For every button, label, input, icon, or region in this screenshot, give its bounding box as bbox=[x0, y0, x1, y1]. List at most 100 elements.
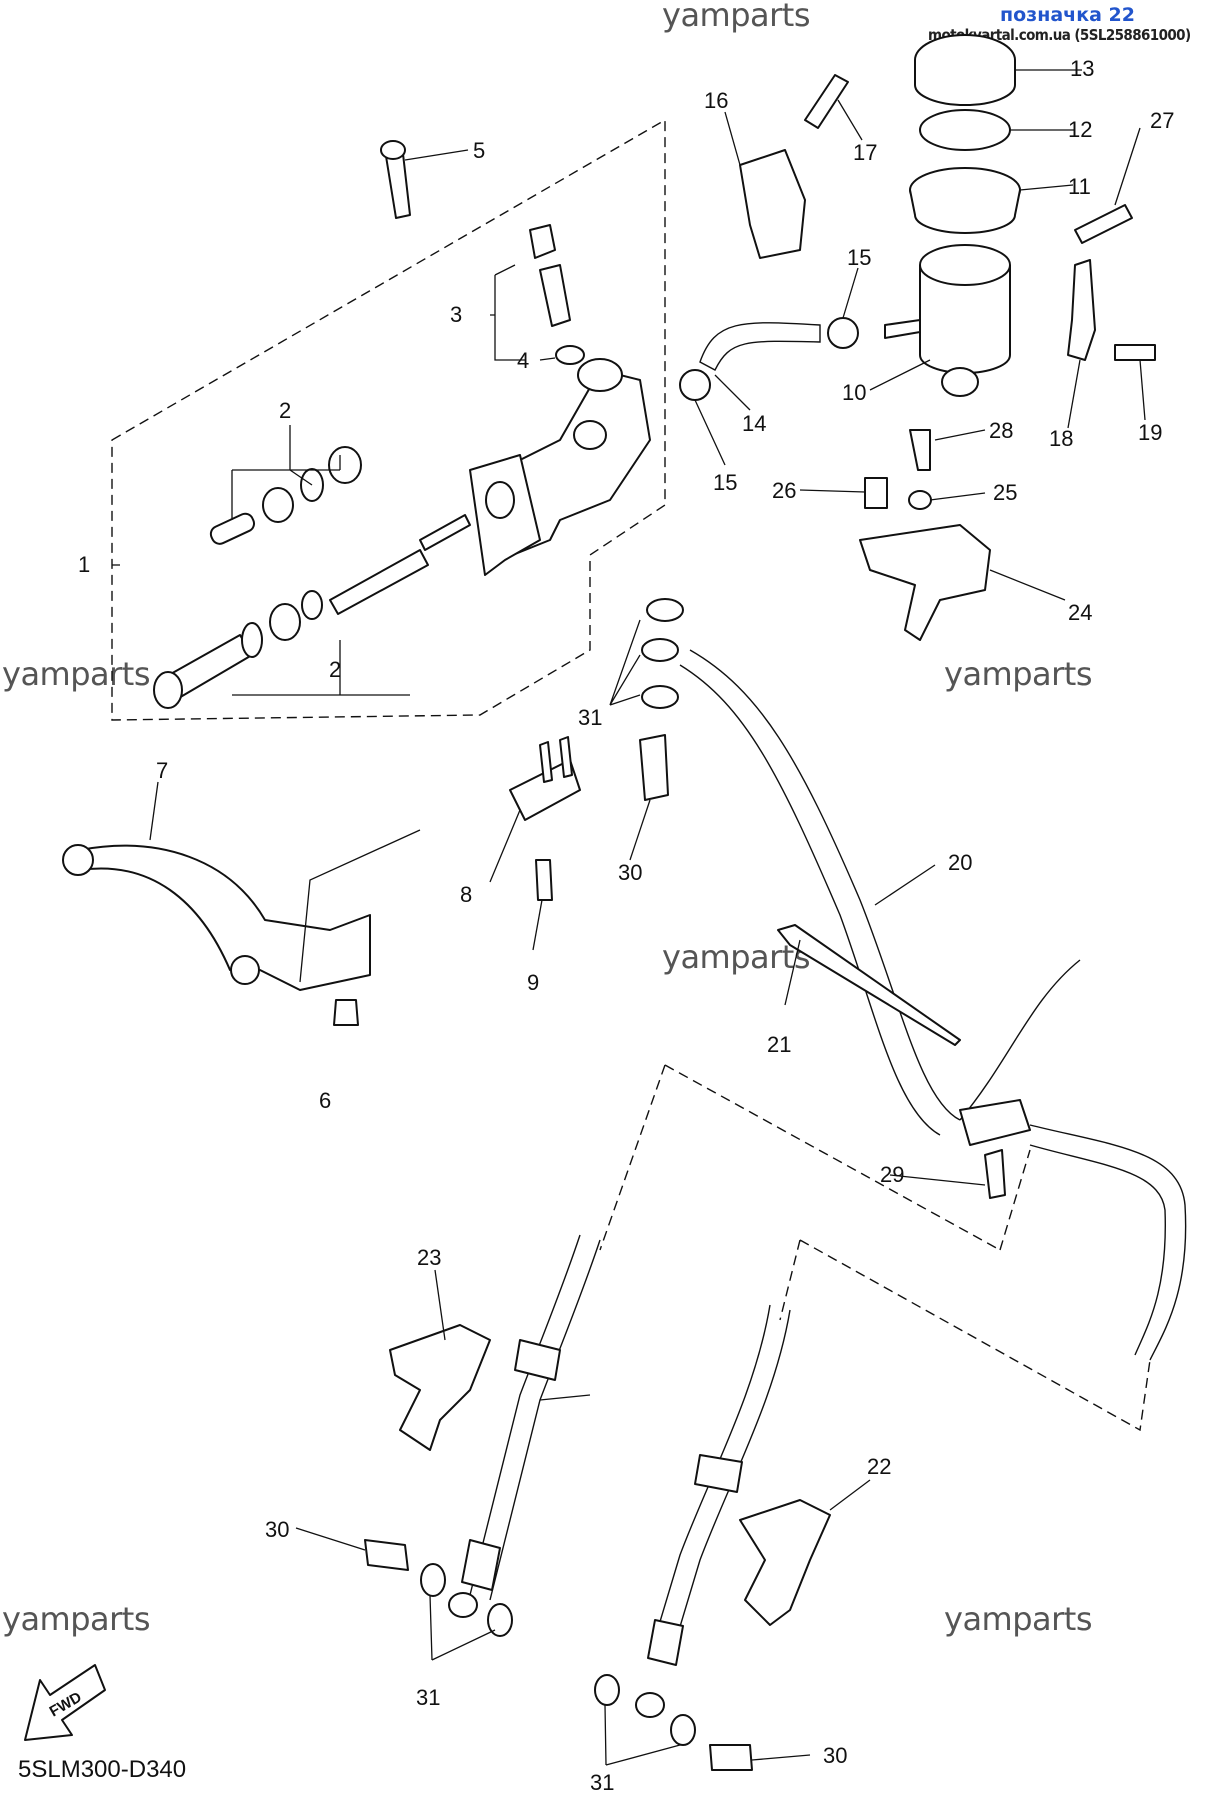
part-outline bbox=[573, 420, 607, 450]
kit-boundary bbox=[111, 118, 666, 721]
hose-clip bbox=[679, 369, 711, 401]
part-number: 30 bbox=[618, 860, 642, 885]
part-outline bbox=[434, 1269, 446, 1341]
part-outline bbox=[724, 111, 741, 166]
part-outline bbox=[1114, 127, 1141, 206]
part-outline bbox=[919, 109, 1011, 151]
part-outline bbox=[269, 603, 301, 641]
part-outline bbox=[714, 374, 751, 411]
part-outline bbox=[679, 664, 941, 1136]
part-outline bbox=[539, 741, 553, 783]
part-outline bbox=[555, 345, 585, 365]
part-outline bbox=[884, 319, 921, 339]
part-outline bbox=[301, 590, 323, 620]
hose-clip bbox=[827, 317, 859, 349]
joint-bolt bbox=[984, 1149, 1006, 1199]
part-outline bbox=[694, 399, 726, 466]
part-number: 1 bbox=[78, 552, 90, 577]
part-outline bbox=[1019, 184, 1074, 191]
part-outline bbox=[448, 1592, 478, 1618]
part-outline bbox=[329, 549, 429, 615]
part-outline bbox=[262, 487, 294, 523]
part-outline bbox=[629, 799, 651, 861]
routing-line bbox=[779, 1239, 1151, 1432]
master-cylinder-holder bbox=[739, 149, 806, 259]
part-number: 27 bbox=[1150, 108, 1174, 133]
part-outline bbox=[539, 357, 556, 361]
part-outline bbox=[934, 429, 986, 441]
part-outline bbox=[469, 1234, 581, 1596]
part-number: 18 bbox=[1049, 426, 1073, 451]
part-outline bbox=[209, 512, 256, 545]
part-outline bbox=[799, 489, 866, 493]
part-number: 28 bbox=[989, 418, 1013, 443]
reference-link[interactable]: позначка 22 bbox=[1000, 4, 1135, 26]
part-outline bbox=[241, 622, 263, 658]
part-number: 13 bbox=[1070, 56, 1094, 81]
bracket-nut-plate bbox=[864, 477, 888, 509]
part-number: 31 bbox=[578, 705, 602, 730]
union-bolt bbox=[639, 734, 669, 801]
part-outline bbox=[577, 358, 623, 392]
brake-lever bbox=[79, 844, 371, 991]
holder-bolt bbox=[804, 74, 849, 129]
diagram-code: 5SLM300-D340 bbox=[18, 1756, 187, 1783]
part-number: 7 bbox=[156, 758, 168, 783]
part-number: 5 bbox=[473, 138, 485, 163]
part-outline bbox=[1139, 359, 1146, 421]
part-outline bbox=[532, 899, 543, 951]
part-outline bbox=[490, 264, 525, 361]
part-outline bbox=[539, 264, 571, 327]
part-outline bbox=[230, 955, 260, 985]
part-outline bbox=[485, 481, 515, 519]
part-number: 3 bbox=[450, 302, 462, 327]
copper-washer bbox=[641, 685, 679, 709]
part-number: 2 bbox=[279, 398, 291, 423]
part-number: 24 bbox=[1068, 600, 1092, 625]
part-outline bbox=[1067, 359, 1081, 429]
part-outline bbox=[609, 619, 641, 706]
part-outline bbox=[328, 446, 362, 484]
switch-screw bbox=[535, 859, 553, 901]
bracket-bolt bbox=[1114, 344, 1156, 361]
watermark: yamparts bbox=[944, 1600, 1093, 1638]
reservoir-bracket bbox=[1067, 259, 1096, 361]
part-number: 8 bbox=[460, 882, 472, 907]
part-outline bbox=[829, 1479, 871, 1511]
part-outline bbox=[232, 640, 410, 696]
part-number: 9 bbox=[527, 970, 539, 995]
part-outline bbox=[914, 60, 1016, 106]
watermark: yamparts bbox=[944, 655, 1093, 693]
part-number: 2 bbox=[329, 657, 341, 682]
part-number: 29 bbox=[880, 1162, 904, 1187]
reservoir-hose bbox=[699, 322, 821, 371]
part-number: 26 bbox=[772, 478, 796, 503]
brake-hose-left bbox=[489, 1239, 601, 1601]
piston-kit bbox=[153, 446, 471, 709]
part-number: 14 bbox=[742, 411, 766, 436]
part-outline bbox=[295, 1527, 366, 1551]
copper-washer bbox=[420, 1563, 446, 1597]
part-outline bbox=[694, 1454, 743, 1493]
hose-clamp bbox=[777, 924, 961, 1046]
part-outline bbox=[941, 367, 979, 397]
part-outline bbox=[919, 244, 1011, 286]
part-number: 22 bbox=[867, 1454, 891, 1479]
routing-line bbox=[599, 1064, 1031, 1251]
hose-bracket-left bbox=[389, 1324, 491, 1451]
copper-washer bbox=[487, 1603, 513, 1637]
brake-hose-mid bbox=[669, 1309, 791, 1661]
part-outline bbox=[231, 425, 341, 520]
part-number: 31 bbox=[590, 1770, 614, 1795]
part-outline bbox=[380, 140, 406, 160]
part-outline bbox=[784, 939, 801, 1006]
hose-joint bbox=[959, 1099, 1031, 1146]
part-outline bbox=[559, 736, 573, 778]
part-outline bbox=[909, 189, 1021, 234]
part-outline bbox=[514, 1339, 561, 1381]
part-outline bbox=[869, 359, 931, 391]
brake-hose-right bbox=[1029, 1124, 1187, 1361]
part-outline bbox=[1029, 1144, 1166, 1356]
part-number: 16 bbox=[704, 88, 728, 113]
watermark: yamparts bbox=[2, 1600, 151, 1638]
